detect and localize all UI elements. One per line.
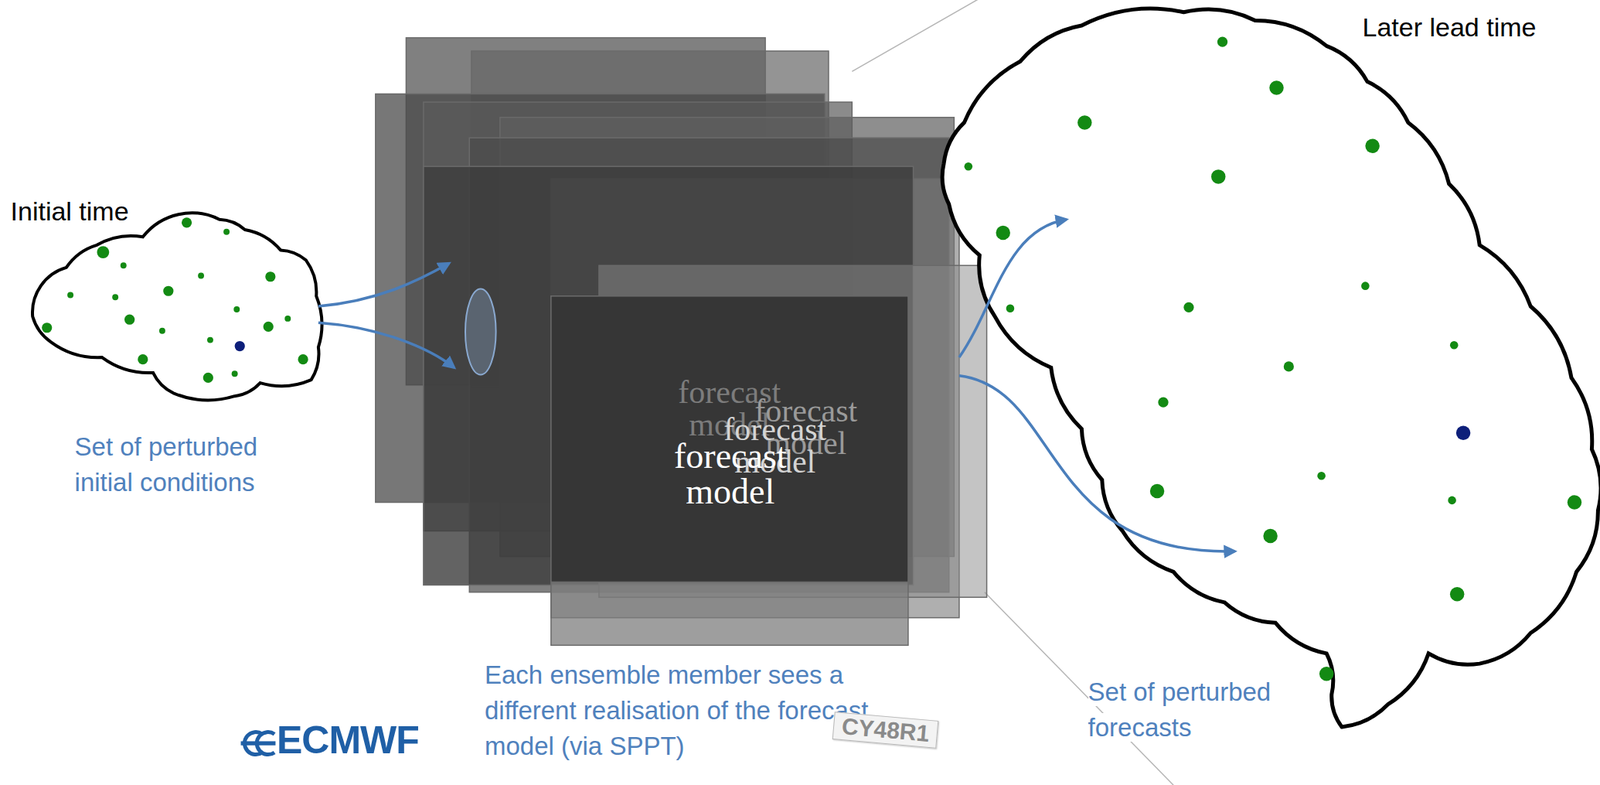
ensemble-member-dot: [137, 354, 148, 365]
ensemble-member-dot: [1319, 666, 1334, 681]
model-opening: [465, 289, 497, 375]
control-member-dot: [1456, 425, 1471, 440]
ensemble-member-dot: [1217, 37, 1228, 48]
ensemble-member-dot: [1157, 397, 1168, 408]
ensemble-member-dot: [120, 262, 127, 269]
ensemble-member-dot: [1361, 281, 1370, 290]
perspective-line: [851, 0, 980, 72]
ensemble-member-dot: [1269, 80, 1284, 95]
ensemble-member-dot: [1317, 471, 1326, 480]
node-text: forecast model: [674, 435, 787, 511]
flow-arrow: [318, 322, 455, 368]
caption-note: Each ensemble member sees a different re…: [484, 660, 869, 760]
initial-ensemble-cloud: [32, 212, 323, 400]
ensemble-member-dot: [263, 321, 274, 332]
flow-arrow: [959, 219, 1067, 358]
node-text: Set of perturbed initial conditions: [74, 432, 259, 497]
version-stamp-wrap: CY48R1: [832, 711, 940, 749]
ensemble-member-dot: [96, 245, 109, 259]
ensemble-member-dot: [1211, 169, 1226, 184]
control-member-dot: [234, 340, 246, 351]
model-layer: [551, 296, 909, 645]
ensemble-member-dot: [1450, 586, 1464, 601]
node-text: Later lead time: [1362, 12, 1537, 42]
node-text-wrap: forecast model: [645, 438, 816, 510]
ensemble-member-dot: [223, 228, 230, 235]
ensemble-member-dot: [1567, 494, 1582, 509]
ensemble-member-dot: [964, 162, 974, 171]
node-text-wrap: Set of perturbed initial conditions: [74, 428, 315, 501]
ensemble-member-dot: [1183, 302, 1194, 313]
ensemble-member-dot: [233, 306, 240, 313]
ensemble-member-dot: [159, 327, 166, 334]
ensemble-member-dot: [1006, 303, 1015, 313]
forecast-model: forecast modelforecast modelforecast mod…: [375, 37, 988, 645]
ensemble-member-dot: [1262, 528, 1277, 543]
logo-bar: [241, 740, 276, 745]
ensemble-member-dot: [41, 322, 52, 333]
ensemble-member-dot: [284, 315, 291, 322]
flow-arrow: [959, 375, 1235, 552]
ensemble-member-dot: [995, 225, 1010, 240]
node-text-wrap: Later lead time: [1362, 13, 1537, 41]
logo-text-wrap: ECMWF: [276, 720, 419, 760]
ensemble-member-dot: [1450, 340, 1459, 350]
ensemble-member-dot: [124, 314, 135, 325]
ensemble-member-dot: [203, 372, 214, 383]
ensemble-member-dot: [265, 271, 276, 282]
ensemble-member-dot: [207, 337, 214, 344]
forecast-ensemble: Later lead timeSet of perturbed forecast…: [939, 10, 1600, 756]
model-layer: [423, 166, 914, 585]
node-text-wrap: Initial time: [10, 197, 130, 225]
node-text-wrap: Set of perturbed forecasts: [1088, 674, 1328, 746]
version-stamp: CY48R1: [832, 711, 940, 749]
node-text: Initial time: [10, 196, 130, 226]
node-text: Set of perturbed forecasts: [1088, 677, 1272, 742]
ensemble-member-dot: [1150, 483, 1165, 498]
forecast-ensemble-cloud: [942, 8, 1600, 727]
ensemble-member-dot: [67, 292, 74, 299]
ensemble-member-dot: [231, 370, 239, 377]
ensemble-member-dot: [112, 293, 119, 300]
ensemble-member-dot: [1447, 496, 1457, 505]
model-layer: [551, 296, 909, 583]
ensemble-member-dot: [1283, 360, 1294, 372]
logo-text: ECMWF: [276, 718, 419, 762]
ensemble-member-dot: [1365, 139, 1379, 154]
caption-note-wrap: Each ensemble member sees a different re…: [484, 657, 887, 764]
ensemble-member-dot: [1077, 115, 1092, 130]
ensemble-member-dot: [297, 354, 308, 365]
ensemble-member-dot: [163, 285, 174, 297]
initial-ensemble: Initial timeSet of perturbed initial con…: [8, 183, 325, 511]
ensemble-member-dot: [181, 217, 192, 228]
ensemble-member-dot: [197, 272, 205, 279]
flow-arrow: [318, 263, 450, 307]
